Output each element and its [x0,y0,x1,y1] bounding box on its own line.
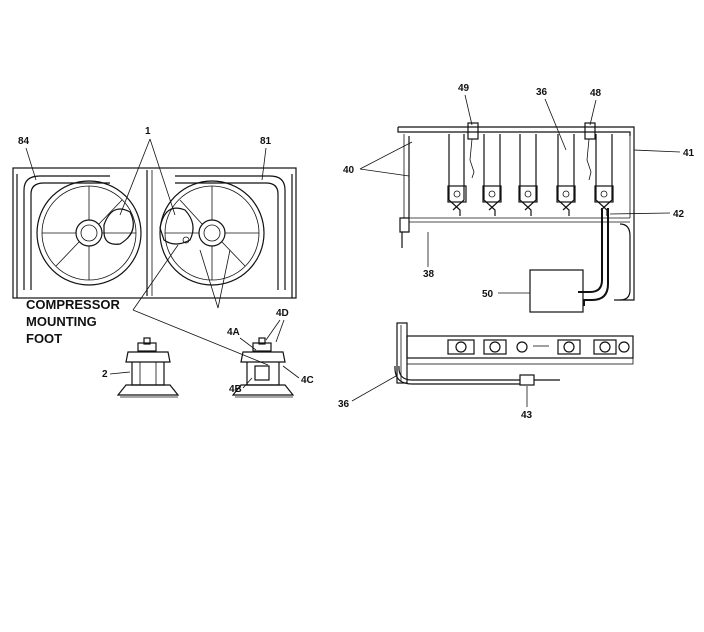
mounting-foot-b [231,337,295,398]
caption-line-1: COMPRESSOR [26,297,121,312]
callout-41: 41 [683,148,695,159]
callout-40: 40 [343,165,355,176]
component-49 [467,122,479,179]
component-50 [529,269,584,313]
callout-81: 81 [260,136,272,147]
component-48 [584,122,596,181]
callout-49: 49 [458,83,470,94]
caption-line-2: MOUNTING [26,314,97,329]
caption-line-3: FOOT [26,331,62,346]
callout-42: 42 [673,209,685,220]
callout-36-top: 36 [536,87,548,98]
callout-38: 38 [423,269,435,280]
callout-4d: 4D [276,308,289,319]
terminal-strip [396,322,634,384]
callout-43: 43 [521,410,533,421]
sensor-tube [394,365,560,386]
callout-48: 48 [590,88,602,99]
fan-left [36,180,142,286]
callout-1: 1 [145,126,151,137]
mounting-clips [447,134,614,216]
callout-4b: 4B [229,384,242,395]
callout-36-bottom: 36 [338,399,350,410]
callout-84: 84 [18,136,30,147]
callout-4a: 4A [227,327,240,338]
callout-50: 50 [482,289,494,300]
wire-harness [578,208,631,306]
mounting-foot-a [116,337,180,398]
base-pan [12,167,297,299]
callout-4c: 4C [301,375,314,386]
callout-2: 2 [102,369,108,380]
fan-right [159,180,265,286]
